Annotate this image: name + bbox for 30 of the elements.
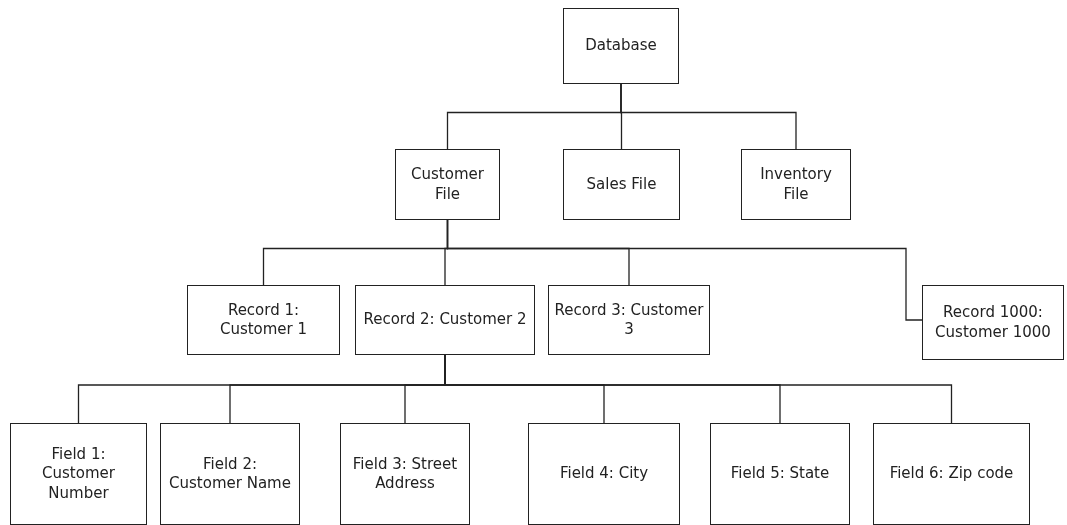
box	[187, 285, 340, 355]
box	[563, 8, 679, 84]
box-label: Record 1: Customer 1	[218, 300, 309, 340]
box-label: Field 3: Street Address	[351, 454, 459, 494]
box	[741, 149, 851, 220]
box-label: Field 5: State	[730, 464, 830, 484]
box-label: Inventory File	[759, 165, 833, 204]
box	[395, 149, 500, 220]
box	[340, 423, 470, 525]
box-label: Database	[585, 36, 657, 56]
box	[548, 285, 710, 355]
box-label: Field 6: Zip code	[889, 464, 1014, 484]
box-label: Sales File	[586, 174, 657, 195]
connector-line	[446, 219, 923, 321]
box-label: Record 1000: Customer 1000	[934, 303, 1052, 342]
box-label: Field 2: Customer Name	[168, 454, 292, 494]
box	[563, 149, 680, 220]
connector-line	[620, 83, 797, 150]
box	[710, 423, 850, 525]
box-label: Record 3: Customer 3	[553, 300, 705, 340]
box-label: Field 4: City	[559, 464, 649, 484]
box-label: Record 2: Customer 2	[363, 310, 527, 330]
box	[922, 285, 1064, 360]
box	[355, 285, 535, 355]
box-label: Customer File	[410, 165, 485, 204]
box-label: Field 1: Customer Number	[41, 444, 116, 504]
box	[528, 423, 680, 525]
box	[873, 423, 1030, 525]
box	[10, 423, 147, 525]
box	[160, 423, 300, 525]
